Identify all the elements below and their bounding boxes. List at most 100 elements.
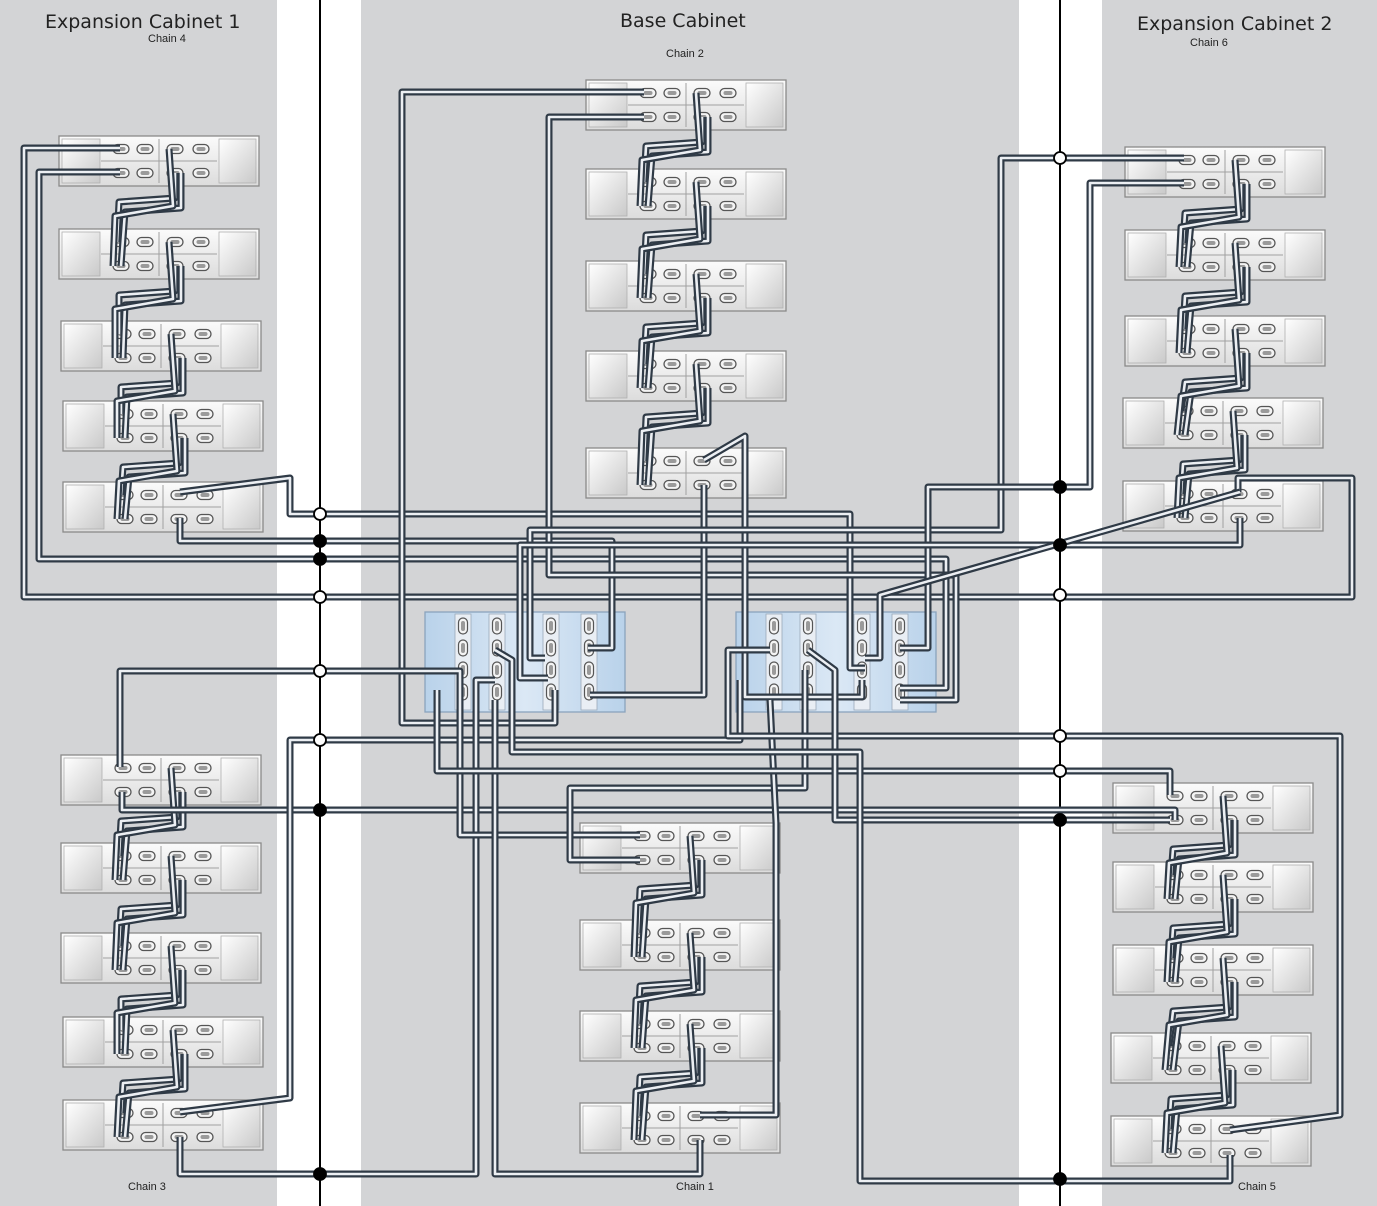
port-socket-icon xyxy=(198,854,208,858)
port-socket-icon xyxy=(144,412,154,416)
port-socket-icon xyxy=(667,204,677,208)
port-socket-icon xyxy=(198,968,208,972)
port-socket-icon xyxy=(140,147,150,151)
disk-shelf xyxy=(1122,480,1324,532)
shelf-left-bezel xyxy=(65,1019,105,1065)
hba-socket-icon xyxy=(898,621,902,631)
port-socket-icon xyxy=(172,944,182,948)
expansion-cabinet-2-title: Expansion Cabinet 2 xyxy=(1137,13,1332,35)
shelf-right-bezel xyxy=(220,935,259,981)
shelf-left-bezel xyxy=(1113,1118,1153,1164)
port-socket-icon xyxy=(723,362,733,366)
hba-socket-icon xyxy=(549,643,553,653)
port-socket-icon xyxy=(174,1028,184,1032)
port-socket-icon xyxy=(170,240,180,244)
chain2-link-c-core xyxy=(638,181,702,299)
port-socket-icon xyxy=(1222,1151,1232,1155)
open-circle-connector-icon xyxy=(1053,151,1067,165)
port-socket-icon xyxy=(1192,1127,1202,1131)
port-socket-icon xyxy=(144,1135,154,1139)
port-socket-icon xyxy=(196,171,206,175)
hba-socket-icon xyxy=(549,621,553,631)
port-socket-icon xyxy=(1192,1151,1202,1155)
port-socket-icon xyxy=(142,332,152,336)
expansion-cabinet-1-title: Expansion Cabinet 1 xyxy=(45,11,240,33)
port-socket-icon xyxy=(1262,158,1272,162)
chain4-link-c-core xyxy=(111,148,175,267)
disk-shelf xyxy=(58,228,260,280)
open-circle-connector-icon xyxy=(1053,764,1067,778)
hba-socket-icon xyxy=(806,621,810,631)
disk-shelf xyxy=(60,932,262,984)
shelf-right-bezel xyxy=(218,231,257,277)
port-socket-icon xyxy=(1194,873,1204,877)
port-socket-icon xyxy=(144,1028,154,1032)
chain1-trunk-a-core xyxy=(458,690,640,837)
shelf-left-bezel xyxy=(65,403,105,449)
port-socket-icon xyxy=(142,356,152,360)
port-socket-icon xyxy=(1236,327,1246,331)
port-socket-icon xyxy=(661,1046,671,1050)
chain2-link-c-core xyxy=(638,92,702,207)
disk-shelf xyxy=(62,481,264,533)
hba-socket-icon xyxy=(549,665,553,675)
port-socket-icon xyxy=(200,1135,210,1139)
chain3-link-c-core xyxy=(115,1029,179,1138)
bus-junctions xyxy=(313,151,1067,1186)
port-socket-icon xyxy=(1250,873,1260,877)
chain1-trunk-c-core xyxy=(700,699,778,1117)
port-socket-icon xyxy=(717,931,727,935)
port-socket-icon xyxy=(667,386,677,390)
chain1-link-c-core xyxy=(632,835,696,958)
chain-3-label: Chain 3 xyxy=(128,1181,166,1193)
filled-circle-connector-icon xyxy=(313,534,327,548)
port-socket-icon xyxy=(717,1046,727,1050)
chain2-trunk-c-core xyxy=(703,434,864,699)
disk-shelf xyxy=(585,260,787,312)
port-socket-icon xyxy=(1248,1068,1258,1072)
disk-shelf xyxy=(62,400,264,452)
port-socket-icon xyxy=(1248,1044,1258,1048)
port-socket-icon xyxy=(200,412,210,416)
filled-circle-connector-icon xyxy=(313,1167,327,1181)
port-socket-icon xyxy=(1262,351,1272,355)
port-socket-icon xyxy=(1194,980,1204,984)
port-socket-icon xyxy=(142,878,152,882)
port-socket-icon xyxy=(691,1114,701,1118)
chain1-trunk-d-core xyxy=(493,700,702,1176)
chain2-trunk-a-core xyxy=(400,90,644,725)
shelf-left-bezel xyxy=(1125,400,1165,446)
port-socket-icon xyxy=(142,944,152,948)
hba-socket-icon xyxy=(587,621,591,631)
port-socket-icon xyxy=(1250,956,1260,960)
chain5-trunk-c-core xyxy=(807,648,1170,822)
port-socket-icon xyxy=(1182,158,1192,162)
disk-shelf xyxy=(60,842,262,894)
port-socket-icon xyxy=(691,1022,701,1026)
port-socket-icon xyxy=(1250,818,1260,822)
port-socket-icon xyxy=(1194,818,1204,822)
port-socket-icon xyxy=(142,790,152,794)
hba-socket-icon xyxy=(461,643,465,653)
port-socket-icon xyxy=(723,91,733,95)
open-circle-connector-icon xyxy=(313,590,327,604)
hba-socket-icon xyxy=(898,665,902,675)
open-circle-connector-icon xyxy=(1053,588,1067,602)
chain3-link-c-core xyxy=(113,767,177,881)
shelf-right-bezel xyxy=(1282,483,1321,529)
hba-socket-icon xyxy=(495,687,499,697)
port-socket-icon xyxy=(1204,409,1214,413)
port-socket-icon xyxy=(667,459,677,463)
port-socket-icon xyxy=(142,968,152,972)
port-socket-icon xyxy=(1260,492,1270,496)
port-socket-icon xyxy=(1248,1151,1258,1155)
shelf-right-bezel xyxy=(1284,232,1323,278)
port-socket-icon xyxy=(1222,1127,1232,1131)
hba-socket-icon xyxy=(772,643,776,653)
port-socket-icon xyxy=(172,766,182,770)
port-socket-icon xyxy=(1224,956,1234,960)
disk-shelf xyxy=(60,754,262,806)
disk-shelf xyxy=(585,350,787,402)
port-socket-icon xyxy=(643,115,653,119)
disk-shelf xyxy=(579,1102,781,1154)
